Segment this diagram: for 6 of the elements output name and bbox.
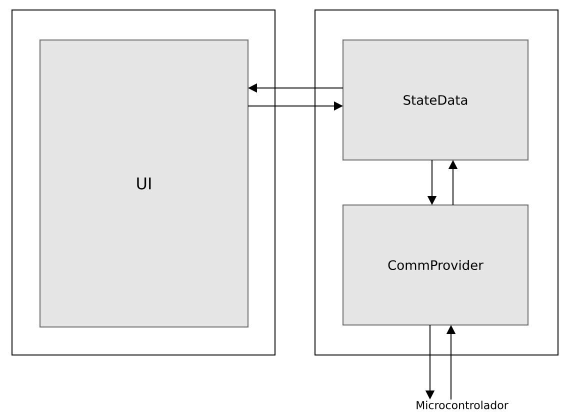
container-box (314, 10, 558, 356)
target-label: Microcontrolador (416, 400, 508, 410)
component-box: UI (40, 40, 248, 328)
component-box: CommProvider (342, 204, 528, 326)
component-box: StateData (342, 40, 528, 160)
container-box (12, 10, 276, 356)
